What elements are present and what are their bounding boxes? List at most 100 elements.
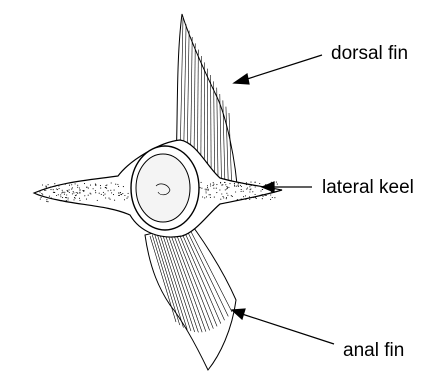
stipple-dot (201, 188, 202, 189)
stipple-dot (90, 185, 91, 186)
stipple-dot (213, 184, 214, 185)
stipple-dot (255, 186, 256, 187)
stipple-dot (60, 196, 61, 197)
stipple-dot (79, 187, 80, 188)
stipple-dot (118, 195, 119, 196)
stipple-dot (201, 182, 202, 183)
stipple-dot (209, 194, 210, 195)
stipple-dot (105, 185, 106, 186)
stipple-dot (250, 182, 251, 183)
stipple-dot (272, 197, 273, 198)
stipple-dot (77, 185, 78, 186)
stipple-dot (62, 190, 63, 191)
stipple-dot (67, 191, 68, 192)
stipple-dot (114, 190, 115, 191)
dorsal-fin-arrow (234, 55, 322, 84)
stipple-dot (79, 200, 80, 201)
stipple-dot (265, 195, 266, 196)
stipple-dot (216, 192, 217, 193)
stipple-dot (61, 200, 62, 201)
stipple-dot (58, 185, 59, 186)
stipple-dot (206, 196, 207, 197)
stipple-dot (58, 194, 59, 195)
stipple-dot (83, 190, 84, 191)
stipple-dot (71, 184, 72, 185)
stipple-dot (46, 199, 47, 200)
stipple-dot (220, 199, 221, 200)
stipple-dot (252, 191, 253, 192)
stipple-dot (243, 196, 244, 197)
stipple-dot (46, 201, 47, 202)
stipple-dot (108, 190, 109, 191)
stipple-dot (277, 184, 278, 185)
stipple-dot (235, 191, 236, 192)
stipple-dot (49, 196, 50, 197)
stipple-dot (219, 189, 220, 190)
stipple-dot (227, 195, 228, 196)
stipple-dot (221, 193, 222, 194)
stipple-dot (110, 190, 111, 191)
stipple-dot (124, 199, 125, 200)
stipple-dot (222, 184, 223, 185)
stipple-dot (247, 187, 248, 188)
stipple-dot (84, 195, 85, 196)
stipple-dot (202, 196, 203, 197)
stipple-dot (224, 182, 225, 183)
stipple-dot (101, 194, 102, 195)
stipple-dot (216, 188, 217, 189)
stipple-dot (126, 198, 127, 199)
stipple-dot (45, 190, 46, 191)
stipple-dot (274, 197, 275, 198)
stipple-dot (262, 198, 263, 199)
stipple-dot (95, 190, 96, 191)
stipple-dot (246, 184, 247, 185)
stipple-dot (249, 196, 250, 197)
stipple-dot (246, 182, 247, 183)
stipple-dot (111, 192, 112, 193)
stipple-dot (122, 193, 123, 194)
stipple-dot (210, 194, 211, 195)
stipple-dot (64, 194, 65, 195)
stipple-dot (222, 196, 223, 197)
stipple-dot (118, 186, 119, 187)
stipple-dot (108, 198, 109, 199)
stipple-dot (60, 194, 61, 195)
stipple-dot (123, 186, 124, 187)
stipple-dot (88, 188, 89, 189)
stipple-dot (60, 200, 61, 201)
stipple-dot (44, 190, 45, 191)
stipple-dot (205, 190, 206, 191)
stipple-dot (88, 195, 89, 196)
stipple-dot (79, 189, 80, 190)
stipple-dot (249, 186, 250, 187)
stipple-dot (270, 194, 271, 195)
stipple-dot (67, 199, 68, 200)
stipple-dot (225, 189, 226, 190)
stipple-dot (227, 187, 228, 188)
stipple-dot (232, 196, 233, 197)
stipple-dot (100, 185, 101, 186)
stipple-dot (110, 199, 111, 200)
stipple-dot (64, 192, 65, 193)
pointer-arrows (232, 55, 334, 344)
stipple-dot (124, 195, 125, 196)
stipple-dot (260, 195, 261, 196)
stipple-dot (220, 182, 221, 183)
stipple-dot (241, 191, 242, 192)
stipple-dot (53, 189, 54, 190)
stipple-dot (118, 192, 119, 193)
stipple-dot (62, 192, 63, 193)
stipple-dot (226, 188, 227, 189)
stipple-dot (113, 194, 114, 195)
stipple-dot (255, 194, 256, 195)
stipple-dot (42, 194, 43, 195)
stipple-dot (103, 192, 104, 193)
stipple-dot (99, 193, 100, 194)
stipple-dot (67, 190, 68, 191)
stipple-dot (62, 197, 63, 198)
stipple-dot (204, 197, 205, 198)
stipple-dot (121, 194, 122, 195)
stipple-dot (93, 188, 94, 189)
stipple-dot (50, 189, 51, 190)
stipple-dot (77, 187, 78, 188)
